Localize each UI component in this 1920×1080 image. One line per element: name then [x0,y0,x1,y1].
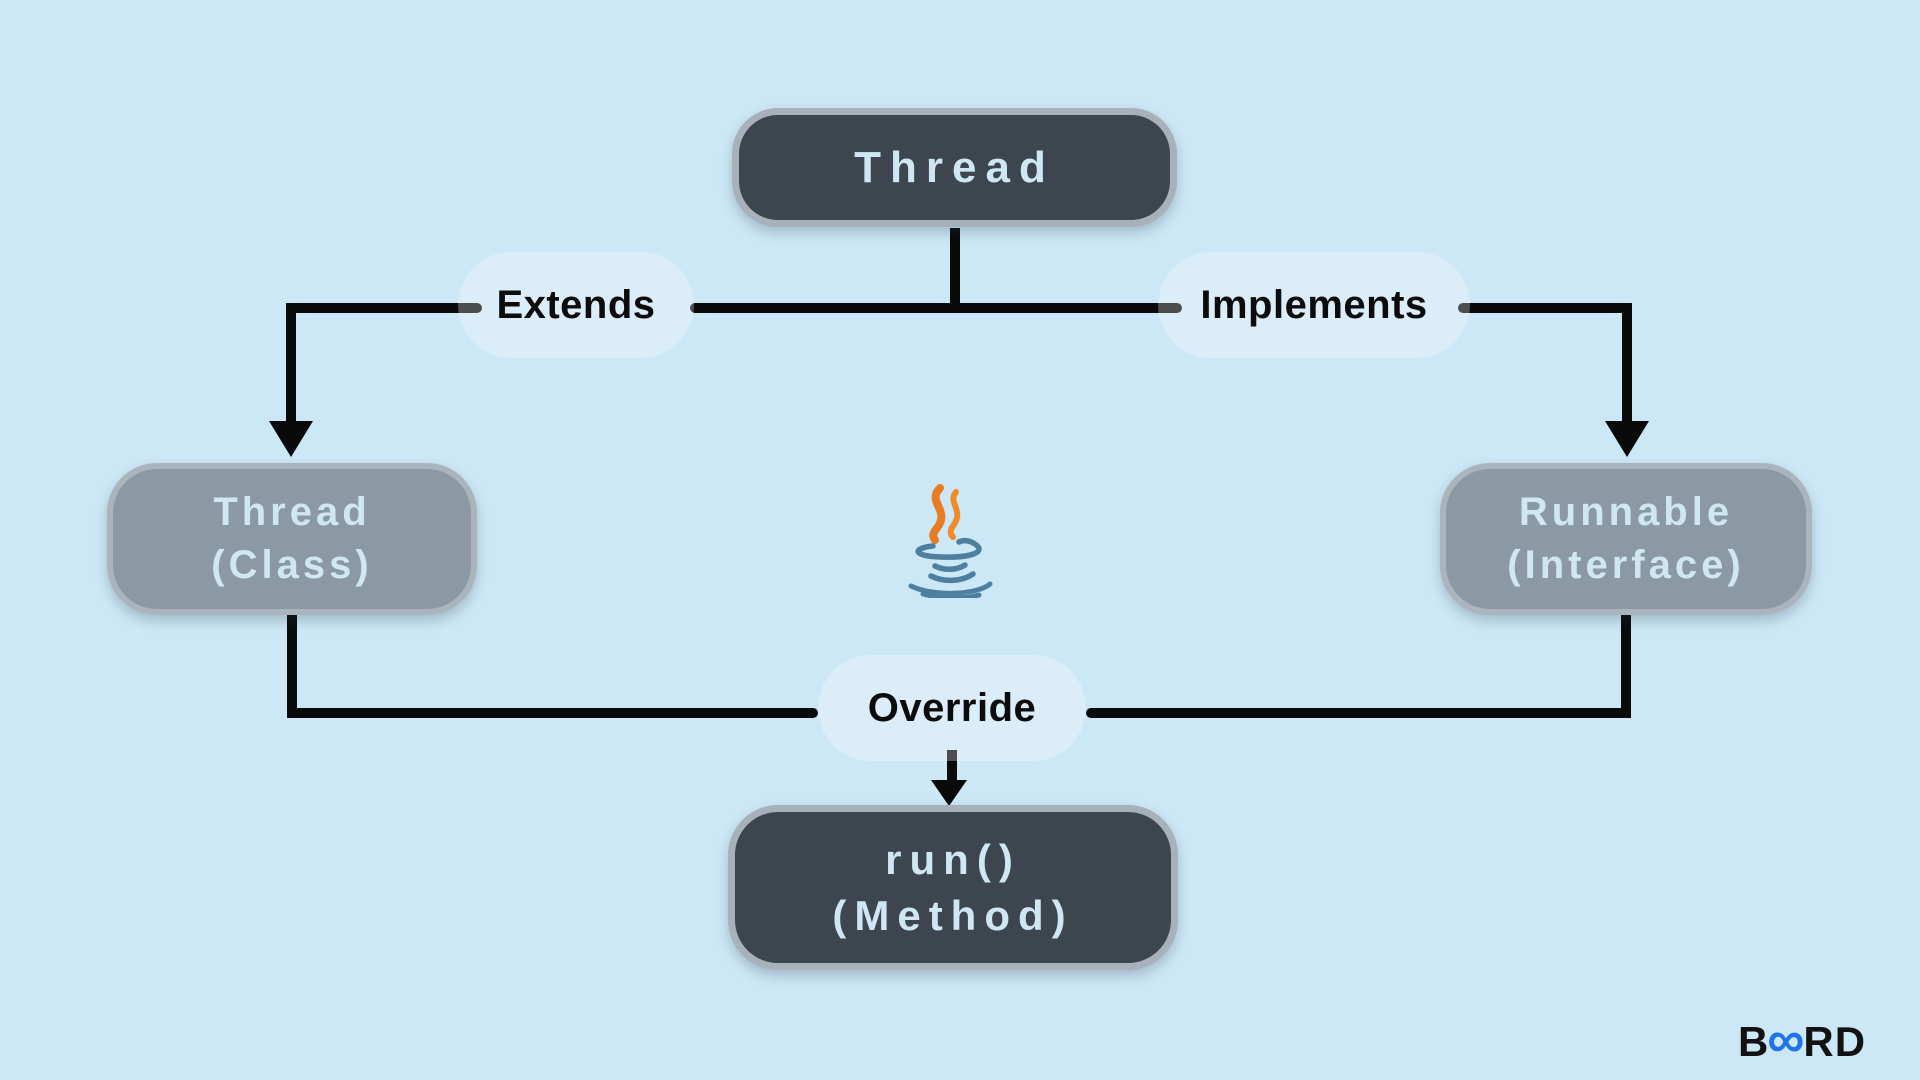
node-run-method: run() (Method) [728,805,1178,970]
infinity-icon: ∞ [1767,1011,1806,1069]
edge-override-stub [947,750,957,786]
override-arrow-down-icon [931,780,967,806]
edge-top-horizontal-middle [690,303,1182,313]
edge-override-horizontal-right [1086,708,1631,718]
watermark-part2: RD [1803,1018,1867,1065]
brand-watermark: B ∞ RD [1738,1011,1867,1069]
edge-extends-vertical [286,303,296,425]
extends-arrow-down-icon [269,421,313,457]
edge-implements-vertical [1622,303,1632,425]
edge-class-down-vertical [287,615,297,718]
edge-label-extends: Extends [458,252,694,358]
edge-extends-horizontal-left [286,303,482,313]
extends-label-text: Extends [496,282,656,327]
implements-label-text: Implements [1200,282,1428,327]
edge-thread-split-stub [950,228,960,310]
node-runnable-interface-line1: Runnable [1518,489,1734,534]
override-label-text: Override [867,685,1037,730]
node-thread-class-line1: Thread [213,489,371,534]
node-thread-class: Thread (Class) [107,463,477,615]
edge-implements-horizontal-right [1458,303,1632,313]
java-logo-icon [908,484,993,598]
edge-label-implements: Implements [1158,252,1470,358]
implements-arrow-down-icon [1605,421,1649,457]
node-runnable-interface: Runnable (Interface) [1440,463,1812,615]
edge-interface-down-vertical [1621,615,1631,718]
edge-label-override: Override [818,655,1086,761]
watermark-part1: B [1738,1018,1770,1065]
node-thread: Thread [732,108,1177,227]
edge-override-horizontal-left [287,708,818,718]
node-thread-label: Thread [854,142,1055,192]
node-runnable-interface-line2: (Interface) [1507,543,1745,587]
node-run-method-line1: run() [885,836,1021,884]
node-run-method-line2: (Method) [832,891,1074,939]
node-thread-class-line2: (Class) [211,543,373,587]
